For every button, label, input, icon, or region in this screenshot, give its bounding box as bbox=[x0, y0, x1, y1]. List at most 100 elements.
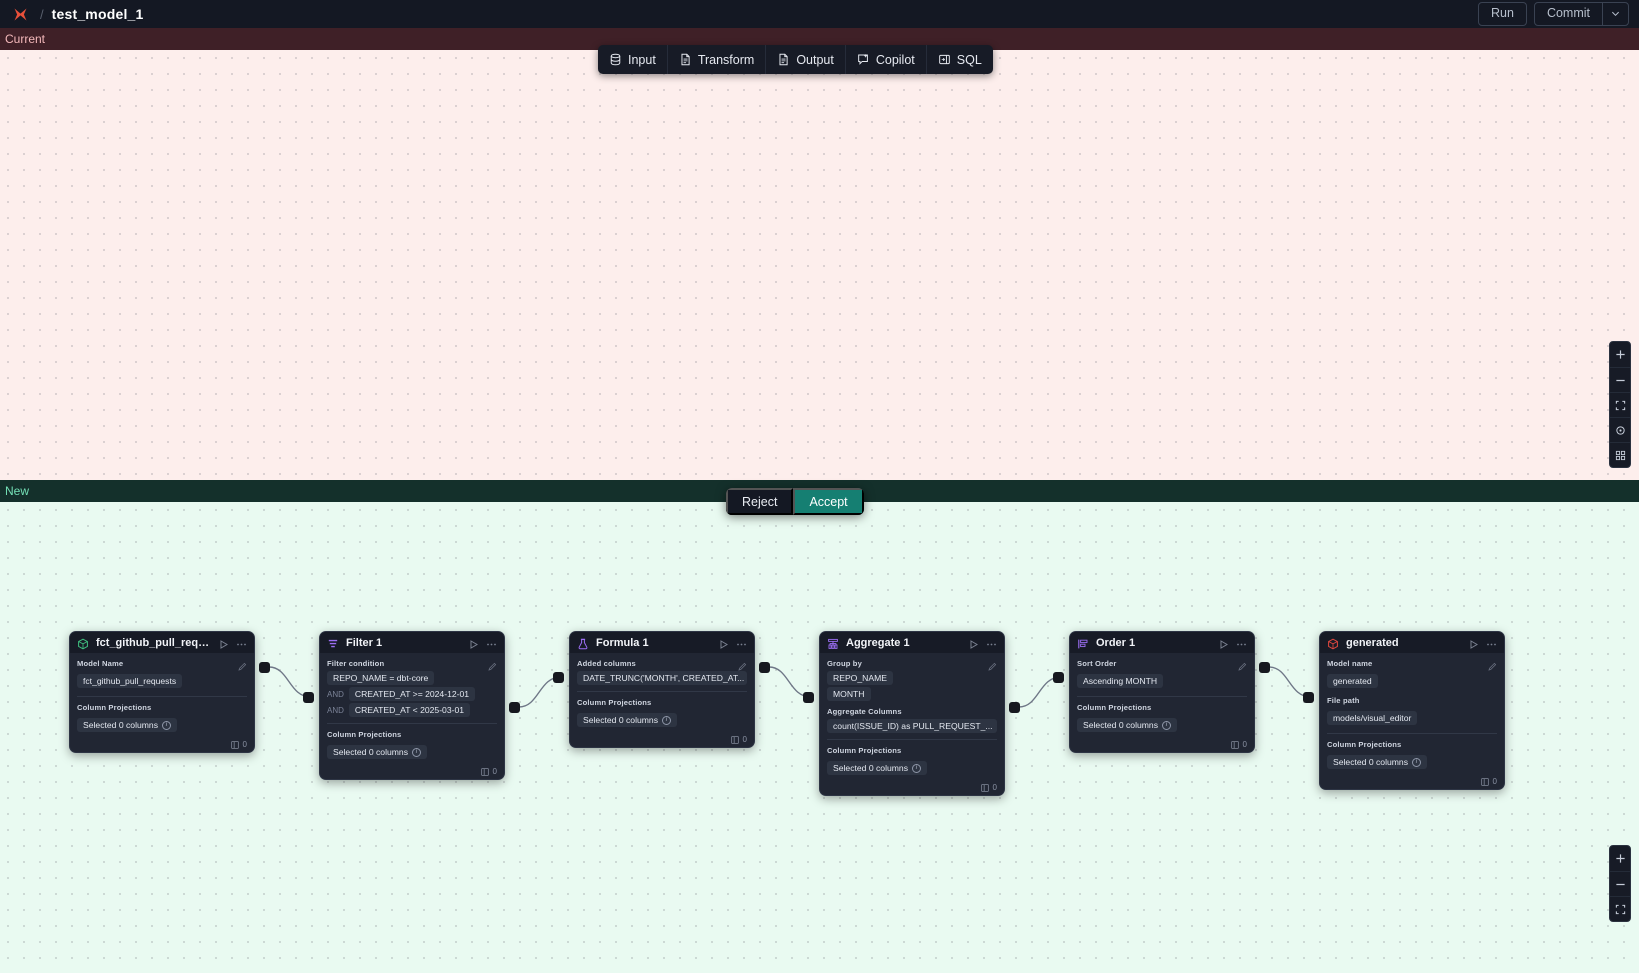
port-formula-out[interactable] bbox=[759, 662, 770, 673]
center-icon[interactable] bbox=[1610, 417, 1630, 442]
zoom-out-icon[interactable] bbox=[1610, 367, 1630, 392]
x-logo-icon[interactable] bbox=[10, 4, 30, 24]
node-aggregate[interactable]: Aggregate 1 Group by REPO_NAME MONTH Agg… bbox=[819, 631, 1005, 796]
node-menu-icon[interactable] bbox=[986, 637, 997, 648]
node-source[interactable]: fct_github_pull_requests Model Name fct_… bbox=[69, 631, 255, 753]
node-menu-icon[interactable] bbox=[736, 637, 747, 648]
node-menu-icon[interactable] bbox=[236, 637, 247, 648]
edit-pencil-icon[interactable] bbox=[1488, 658, 1497, 671]
zoom-in-icon[interactable] bbox=[1610, 342, 1630, 367]
port-filter-out[interactable] bbox=[509, 702, 520, 713]
new-band-label: New bbox=[5, 484, 30, 498]
diff-decision-bar[interactable]: Reject Accept bbox=[726, 488, 864, 515]
new-canvas[interactable]: New fct_github_pull_requests bbox=[0, 480, 1639, 973]
columns-icon bbox=[730, 735, 739, 744]
value-pill[interactable]: generated bbox=[1327, 674, 1378, 688]
port-formula-in[interactable] bbox=[553, 672, 564, 683]
node-menu-icon[interactable] bbox=[486, 637, 497, 648]
info-icon[interactable]: i bbox=[412, 747, 421, 757]
port-generated-in[interactable] bbox=[1303, 692, 1314, 703]
sparkle-chat-icon bbox=[857, 53, 870, 66]
node-header[interactable]: Order 1 bbox=[1070, 632, 1254, 653]
accept-button[interactable]: Accept bbox=[793, 488, 864, 515]
run-node-icon[interactable] bbox=[718, 637, 729, 649]
value-pill[interactable]: Selected 0 columns i bbox=[327, 745, 427, 759]
port-source-out[interactable] bbox=[259, 662, 270, 673]
document-icon bbox=[679, 53, 692, 66]
fit-view-icon[interactable] bbox=[1610, 392, 1630, 417]
toolbar-item-input[interactable]: Input bbox=[598, 45, 668, 74]
run-node-icon[interactable] bbox=[968, 637, 979, 649]
value-pill[interactable]: fct_github_pull_requests bbox=[77, 674, 183, 688]
edit-pencil-icon[interactable] bbox=[988, 658, 997, 671]
info-icon[interactable]: i bbox=[662, 715, 671, 725]
reject-button[interactable]: Reject bbox=[726, 488, 794, 515]
value-pill[interactable]: models/visual_editor bbox=[1327, 711, 1418, 725]
info-icon[interactable]: i bbox=[162, 720, 171, 730]
chevron-down-icon[interactable] bbox=[1602, 2, 1628, 26]
run-node-icon[interactable] bbox=[468, 637, 479, 649]
canvas-controls-current[interactable] bbox=[1609, 341, 1631, 468]
run-button[interactable]: Run bbox=[1478, 1, 1527, 27]
fit-view-icon[interactable] bbox=[1610, 896, 1630, 921]
toolbar-item-output[interactable]: Output bbox=[766, 45, 846, 74]
node-body: Added columns DATE_TRUNC('MONTH', CREATE… bbox=[570, 653, 754, 733]
filter-condition-row[interactable]: AND CREATED_AT >= 2024-12-01 bbox=[327, 687, 497, 701]
value-pill[interactable]: Selected 0 columns i bbox=[77, 718, 177, 732]
condition-pill[interactable]: CREATED_AT >= 2024-12-01 bbox=[348, 687, 476, 701]
node-formula[interactable]: Formula 1 Added columns DATE_TRUNC('MONT… bbox=[569, 631, 755, 748]
filter-condition-row[interactable]: REPO_NAME = dbt-core bbox=[327, 671, 497, 685]
value-pill[interactable]: DATE_TRUNC('MONTH', CREATED_AT... bbox=[577, 671, 747, 685]
edit-pencil-icon[interactable] bbox=[238, 658, 247, 671]
edit-pencil-icon[interactable] bbox=[488, 658, 497, 671]
filter-condition-row[interactable]: AND CREATED_AT < 2025-03-01 bbox=[327, 703, 497, 717]
port-filter-in[interactable] bbox=[303, 692, 314, 703]
node-toolbar[interactable]: Input Transform Output Copilot SQL bbox=[598, 45, 993, 74]
node-generated[interactable]: generated Model name generated File path… bbox=[1319, 631, 1505, 790]
node-menu-icon[interactable] bbox=[1236, 637, 1247, 648]
node-order[interactable]: Order 1 Sort Order Ascending MONTH Colum… bbox=[1069, 631, 1255, 753]
value-pill[interactable]: Selected 0 columns i bbox=[1327, 755, 1427, 769]
edit-pencil-icon[interactable] bbox=[738, 658, 747, 671]
run-node-icon[interactable] bbox=[1218, 637, 1229, 649]
node-header[interactable]: fct_github_pull_requests bbox=[70, 632, 254, 653]
value-pill[interactable]: Selected 0 columns i bbox=[1077, 718, 1177, 732]
toolbar-item-sql[interactable]: SQL bbox=[927, 45, 993, 74]
node-title: Order 1 bbox=[1096, 636, 1136, 649]
grid-icon[interactable] bbox=[1610, 442, 1630, 467]
current-canvas-grid[interactable] bbox=[0, 50, 1639, 480]
value-pill[interactable]: Ascending MONTH bbox=[1077, 674, 1164, 688]
current-canvas[interactable]: Current bbox=[0, 28, 1639, 480]
value-pill[interactable]: REPO_NAME bbox=[827, 671, 893, 685]
node-menu-icon[interactable] bbox=[1486, 637, 1497, 648]
value-pill[interactable]: Selected 0 columns i bbox=[827, 761, 927, 775]
value-pill[interactable]: Selected 0 columns i bbox=[577, 713, 677, 727]
toolbar-item-copilot[interactable]: Copilot bbox=[846, 45, 927, 74]
info-icon[interactable]: i bbox=[1412, 757, 1421, 767]
commit-button[interactable]: Commit bbox=[1546, 5, 1590, 20]
info-icon[interactable]: i bbox=[912, 763, 921, 773]
zoom-out-icon[interactable] bbox=[1610, 871, 1630, 896]
node-header[interactable]: generated bbox=[1320, 632, 1504, 653]
section-label: Column Projections bbox=[1077, 703, 1152, 712]
port-aggregate-out[interactable] bbox=[1009, 702, 1020, 713]
canvas-controls-new[interactable] bbox=[1609, 845, 1631, 922]
zoom-in-icon[interactable] bbox=[1610, 846, 1630, 871]
info-icon[interactable]: i bbox=[1162, 720, 1171, 730]
port-order-out[interactable] bbox=[1259, 662, 1270, 673]
node-filter[interactable]: Filter 1 Filter condition REPO_NAME = db… bbox=[319, 631, 505, 780]
condition-pill[interactable]: CREATED_AT < 2025-03-01 bbox=[348, 703, 471, 717]
run-node-icon[interactable] bbox=[218, 637, 229, 649]
value-pill[interactable]: MONTH bbox=[827, 687, 871, 701]
value-pill[interactable]: count(ISSUE_ID) as PULL_REQUEST_... bbox=[827, 719, 997, 733]
node-header[interactable]: Aggregate 1 bbox=[820, 632, 1004, 653]
edit-pencil-icon[interactable] bbox=[1238, 658, 1247, 671]
commit-button-group[interactable]: Commit bbox=[1533, 1, 1629, 27]
node-header[interactable]: Filter 1 bbox=[320, 632, 504, 653]
port-order-in[interactable] bbox=[1053, 672, 1064, 683]
port-aggregate-in[interactable] bbox=[803, 692, 814, 703]
toolbar-item-transform[interactable]: Transform bbox=[668, 45, 767, 74]
node-header[interactable]: Formula 1 bbox=[570, 632, 754, 653]
run-node-icon[interactable] bbox=[1468, 637, 1479, 649]
condition-pill[interactable]: REPO_NAME = dbt-core bbox=[327, 671, 435, 685]
